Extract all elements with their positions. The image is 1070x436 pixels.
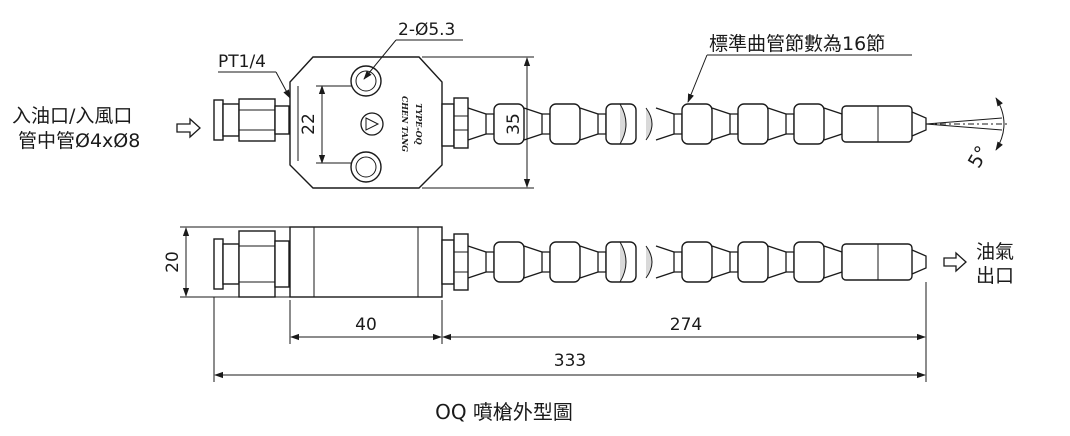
mounting-hole-top xyxy=(350,65,382,97)
inlet-arrow-icon xyxy=(176,117,201,139)
mounting-hole-bottom xyxy=(350,151,382,183)
hole-spec-label: 2-Ø5.3 xyxy=(398,20,455,40)
dim-block-height: 35 xyxy=(422,56,534,189)
inlet-label-line2: 管中管Ø4xØ8 xyxy=(18,130,140,152)
outlet-nozzle-top xyxy=(441,97,469,149)
outlet-nozzle-side xyxy=(441,233,469,291)
center-logo-icon xyxy=(360,112,384,136)
angle-label: 5° xyxy=(964,142,994,172)
leader-hole-spec: 2-Ø5.3 xyxy=(363,20,463,80)
hose-top xyxy=(467,103,927,145)
inlet-fitting-top xyxy=(213,98,290,142)
side-view xyxy=(213,226,927,298)
block-height-value: 35 xyxy=(504,113,524,135)
dim-block-length: 40 xyxy=(290,315,442,341)
valve-block-side xyxy=(289,226,443,298)
leader-segments: 標準曲管節數為16節 xyxy=(687,33,912,103)
outlet-label-line2: 出口 xyxy=(976,265,1014,287)
spray-cone xyxy=(925,97,1010,151)
outlet-label: 油氣 出口 xyxy=(943,241,1014,287)
dim-hose-length: 274 xyxy=(442,315,926,341)
hose-side xyxy=(467,241,927,283)
outlet-arrow-icon xyxy=(943,251,967,273)
top-view: CHEN TANG TYPE-OQ xyxy=(213,56,1010,189)
dim-overall-length: 333 xyxy=(214,351,926,379)
drawing-title: OQ 噴槍外型圖 xyxy=(435,400,573,424)
dim-hole-spacing: 22 xyxy=(299,85,352,164)
segments-label: 標準曲管節數為16節 xyxy=(709,33,885,55)
block-length-value: 40 xyxy=(355,315,377,335)
inlet-fitting-side xyxy=(213,230,290,298)
thread-label: PT1/4 xyxy=(218,52,266,72)
leader-thread: PT1/4 xyxy=(218,52,291,99)
hole-spacing-value: 22 xyxy=(299,113,319,135)
logo-text-line1: CHEN TANG xyxy=(400,96,410,152)
dim-side-height: 20 xyxy=(163,226,296,298)
logo-text-line2: TYPE-OQ xyxy=(414,103,424,144)
outlet-label-line1: 油氣 xyxy=(976,241,1014,263)
side-height-value: 20 xyxy=(163,251,183,273)
overall-length-value: 333 xyxy=(554,351,586,371)
dim-extension-lines xyxy=(213,282,927,382)
hose-length-value: 274 xyxy=(670,315,702,335)
inlet-label: 入油口/入風口 管中管Ø4xØ8 xyxy=(12,105,201,152)
inlet-label-line1: 入油口/入風口 xyxy=(12,105,132,127)
